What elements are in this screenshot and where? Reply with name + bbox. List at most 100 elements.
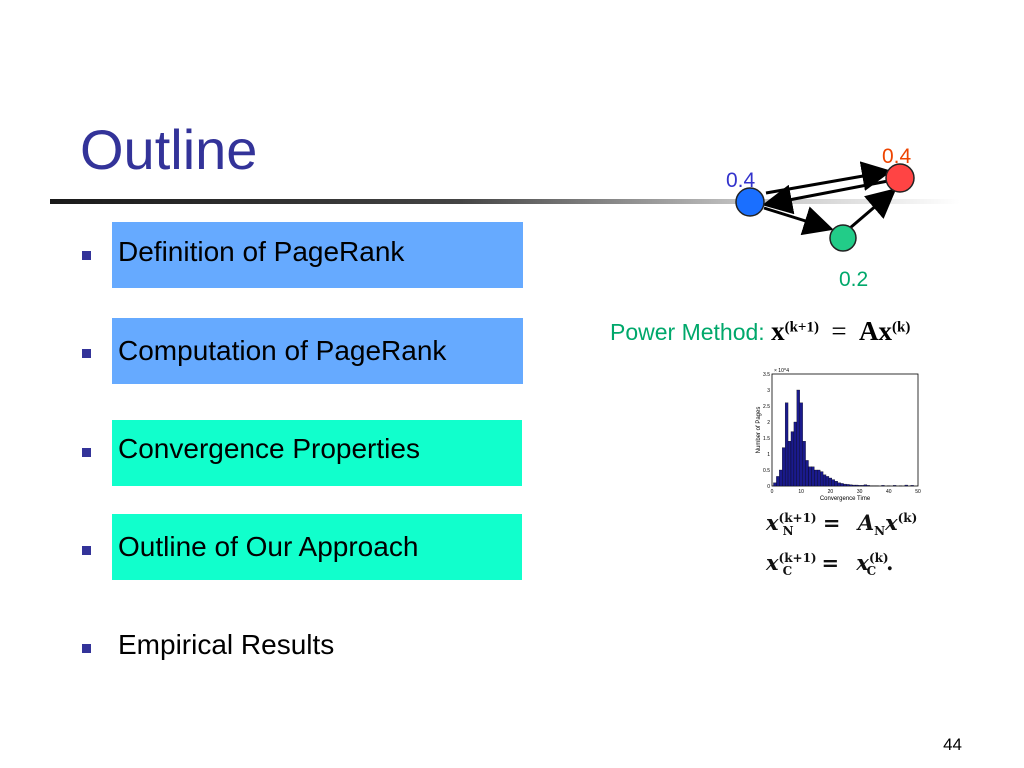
histogram-bar: [820, 471, 824, 487]
edge-red-blue: [762, 179, 889, 215]
histogram-bar: [784, 402, 789, 487]
node-blue: [735, 187, 765, 217]
histogram-bar: [802, 441, 806, 487]
power-method-rhs: Ax: [859, 316, 892, 346]
outline-item-definition: Definition of PageRank: [118, 236, 405, 267]
bullet-icon: [82, 644, 91, 653]
y-tick-label: 2: [767, 420, 770, 426]
highlight-convergence: [112, 420, 522, 486]
histogram-bar: [805, 460, 809, 487]
histogram-bar: [893, 485, 897, 487]
histogram-bar: [860, 485, 865, 487]
eq-tail: .: [886, 550, 894, 575]
histogram-bar: [779, 469, 783, 487]
histogram-bar: [787, 441, 792, 487]
power-method-label: Power Method:: [610, 319, 765, 345]
histogram-bar: [799, 402, 803, 487]
histogram-bar: [814, 469, 818, 487]
histogram-xlabel: Convergence Time: [820, 496, 871, 502]
page-number: 44: [943, 735, 962, 754]
node-green: [829, 224, 857, 252]
pagerank-graph: 0.4 0.4 0.2: [726, 145, 915, 291]
histogram-bar: [793, 421, 797, 487]
x-tick-label: 10: [798, 489, 804, 495]
histogram-bar: [910, 485, 914, 487]
histogram-multiplier: × 10^4: [774, 368, 789, 374]
eq-matrix-sub: N: [874, 524, 886, 539]
y-tick-label: 0.5: [763, 468, 770, 474]
x-tick-label: 50: [915, 489, 921, 495]
histogram-bar: [831, 479, 835, 487]
eq-rhs-var: x: [856, 550, 869, 575]
edge-blue-green: [763, 206, 834, 236]
outline-item-results: Empirical Results: [118, 629, 335, 660]
histogram-bar: [881, 485, 885, 487]
eq-var: x: [766, 550, 779, 575]
slide-title: Outline: [80, 118, 258, 181]
eq-sup: (k+1): [778, 551, 817, 565]
y-tick-label: 1: [767, 452, 770, 458]
eq-matrix: A: [857, 510, 875, 535]
histogram-bar: [817, 469, 821, 487]
histogram-bar: [776, 476, 780, 487]
x-tick-label: 40: [886, 489, 892, 495]
x-tick-label: 30: [857, 489, 863, 495]
node-red: [885, 163, 915, 193]
histogram-bar: [863, 484, 868, 487]
histogram-bar: [828, 477, 833, 487]
bullet-icon: [82, 546, 91, 555]
histogram-ylabel: Number of Pages: [756, 407, 762, 454]
title-divider: [50, 199, 960, 204]
histogram-bar: [790, 431, 795, 487]
highlight-definition: [112, 222, 523, 288]
y-tick-label: 3: [767, 388, 770, 394]
y-tick-label: 0: [767, 484, 770, 490]
histogram-bar: [846, 484, 850, 487]
node-blue-label: 0.4: [726, 169, 756, 192]
x-tick-label: 0: [771, 489, 774, 495]
histogram-bar: [857, 485, 862, 487]
equation-c: x(k+1)C = x(k)C.: [766, 552, 917, 592]
bullet-icon: [82, 448, 91, 457]
eq-rhs-sub: C: [866, 564, 877, 579]
histogram-bar: [852, 484, 856, 487]
highlight-computation: [112, 318, 523, 384]
histogram-bar: [855, 484, 859, 487]
histogram-bar: [904, 484, 908, 487]
outline-item-computation: Computation of PageRank: [118, 335, 447, 366]
histogram-bar: [808, 466, 812, 487]
bullet-icon: [82, 349, 91, 358]
histogram-bar: [849, 484, 853, 487]
power-method-lhs-sup: (k+1): [784, 319, 819, 336]
histogram-bar: [825, 476, 830, 487]
eq-sub: C: [782, 564, 793, 579]
power-method-eq: =: [831, 316, 847, 346]
outline-item-approach: Outline of Our Approach: [118, 531, 419, 562]
power-method-lhs: x: [771, 316, 785, 346]
eq-rhs-var: x: [885, 510, 898, 535]
eq-var: x: [766, 510, 779, 535]
eq-sup: (k+1): [778, 511, 817, 525]
eq-rhs-sup: (k): [868, 551, 889, 565]
y-tick-label: 3.5: [763, 372, 770, 378]
histogram-bar: [837, 482, 841, 487]
eq-sub: N: [782, 524, 794, 539]
equation-n: x(k+1)N = ANx(k): [766, 512, 917, 552]
histogram-bar: [834, 481, 838, 487]
histogram-bar: [782, 447, 786, 487]
edge-blue-red: [765, 161, 892, 195]
power-method: Power Method: x(k+1) = Ax(k): [610, 316, 910, 347]
histogram-bar: [843, 483, 847, 487]
y-tick-label: 1.5: [763, 436, 770, 442]
bullet-icon: [82, 251, 91, 260]
node-green-label: 0.2: [839, 268, 868, 291]
y-tick-label: 2.5: [763, 404, 770, 410]
eq-rhs-sup: (k): [897, 511, 918, 525]
eq-equals: =: [821, 550, 840, 575]
histogram-bar: [866, 485, 870, 487]
power-method-rhs-sup: (k): [892, 319, 911, 336]
eq-equals: =: [822, 510, 841, 535]
histogram-bar: [773, 482, 777, 487]
histogram-bar: [811, 466, 815, 487]
